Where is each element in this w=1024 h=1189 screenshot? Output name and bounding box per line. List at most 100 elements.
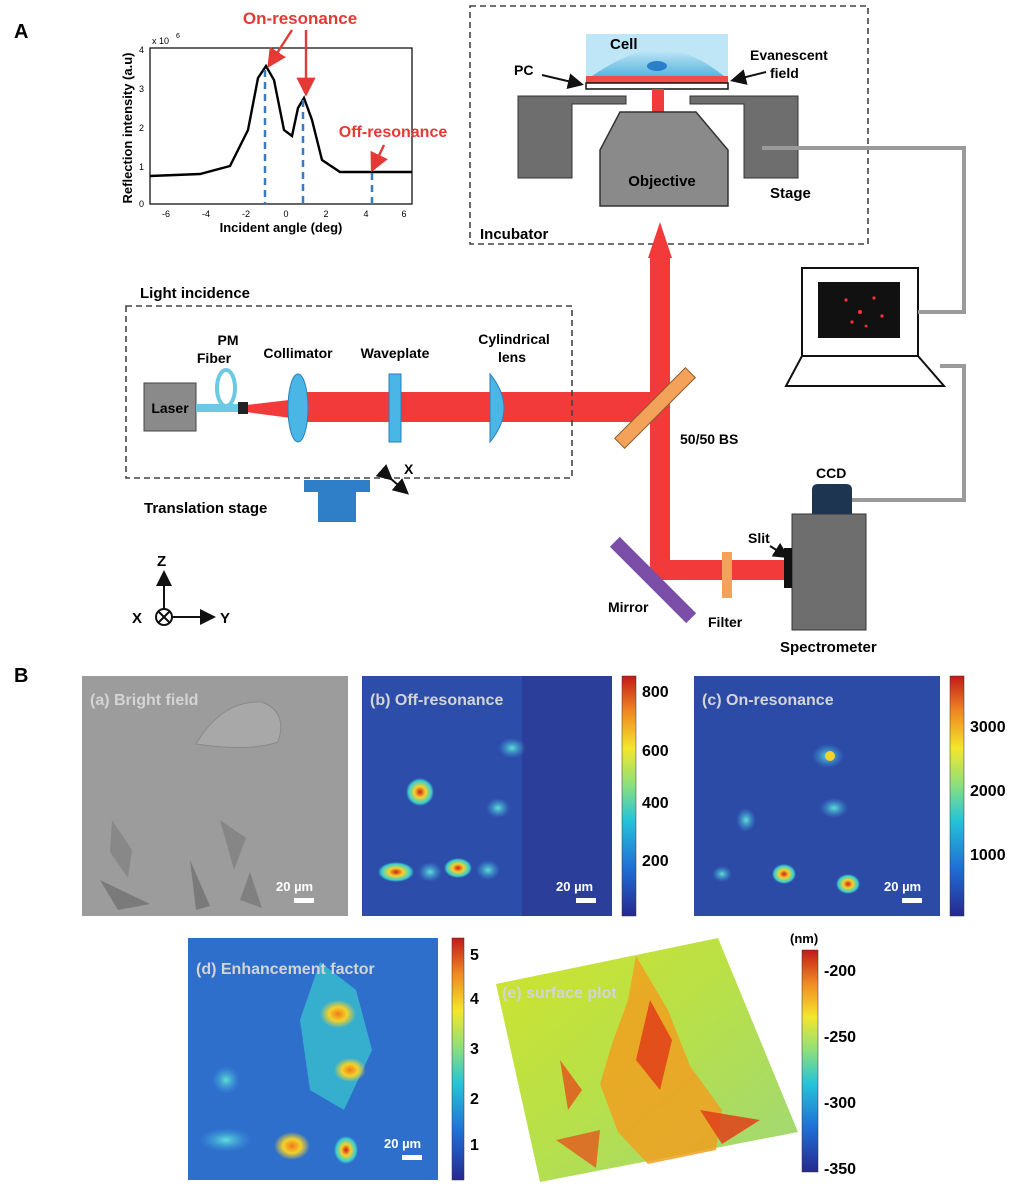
mirror-label: Mirror — [608, 599, 649, 615]
graph-ylabel: Reflection intensity (a.u) — [120, 53, 135, 204]
incubator-box — [469, 5, 869, 245]
beam-arrowhead — [648, 222, 672, 258]
x-tick: -4 — [202, 209, 210, 219]
graph-frame — [149, 47, 413, 205]
x-tick: -2 — [242, 209, 250, 219]
scale-bar-label: 20 µm — [884, 879, 921, 894]
resonance-graph: -6 -4 -2 0 2 4 6 0 1 2 3 4 x 10 6 Incide… — [120, 9, 447, 235]
cb-b-tick: 600 — [642, 743, 669, 760]
slit-arrow — [769, 542, 790, 559]
scale-bar-label: 20 µm — [556, 879, 593, 894]
x-tick: 2 — [323, 209, 328, 219]
cyl-label-1: Cylindrical — [478, 331, 550, 347]
enhancement-title: (d) Enhancement factor — [196, 961, 375, 978]
colorbar-d — [451, 937, 465, 1181]
incubator-label: Incubator — [480, 226, 548, 243]
evanescent-label-1: Evanescent — [750, 47, 828, 63]
cb-b-tick: 800 — [642, 684, 669, 701]
translation-stage-body — [318, 490, 356, 522]
pc-label: PC — [514, 62, 533, 78]
filter — [722, 552, 732, 598]
spectrometer — [791, 513, 867, 631]
fiber-loop — [215, 368, 237, 408]
cb-c-tick: 3000 — [970, 719, 1006, 736]
graph-xlabel: Incident angle (deg) — [220, 220, 343, 235]
on-resonance-image — [694, 676, 940, 916]
cyl-label-2: lens — [498, 349, 526, 365]
waveplate — [388, 373, 402, 443]
cable-stage — [762, 146, 966, 314]
ccd — [812, 484, 852, 514]
ccd-label: CCD — [816, 465, 846, 481]
cell-label: Cell — [610, 36, 638, 53]
cb-c-tick: 1000 — [970, 847, 1006, 864]
cb-d-tick: 1 — [470, 1137, 479, 1154]
image-on-resonance: (c) On-resonance 20 µm 3000 2000 1000 — [694, 675, 1006, 917]
colorbar-b — [621, 675, 637, 917]
cb-e-tick: -200 — [824, 963, 856, 980]
translation-stage-label: Translation stage — [144, 500, 267, 517]
on-resonance-label: On-resonance — [243, 9, 357, 28]
colorbar-c — [949, 675, 965, 917]
x-small-label: X — [404, 461, 414, 477]
y-tick: 3 — [139, 84, 144, 94]
cell-nucleus — [647, 61, 667, 71]
panel-b-label: B — [14, 665, 28, 687]
axis-glyph: Z X Y — [132, 553, 230, 627]
y-tick: 0 — [139, 199, 144, 209]
evanescent-arrow — [730, 69, 767, 85]
laser-label: Laser — [151, 400, 189, 416]
colorbar-e — [801, 949, 819, 1173]
stage-right — [689, 95, 799, 179]
light-incidence-label: Light incidence — [140, 285, 250, 302]
cable-ccd — [852, 364, 966, 502]
collimator-lens — [287, 373, 309, 443]
stage-label: Stage — [770, 185, 811, 202]
x-tick: 0 — [283, 209, 288, 219]
beam-to-sample — [652, 89, 664, 113]
beam-splitter — [613, 366, 697, 450]
scale-bar-label: 20 µm — [384, 1136, 421, 1151]
scale-bar — [902, 898, 922, 903]
evanescent-label-2: field — [770, 65, 799, 81]
cb-b-tick: 200 — [642, 853, 669, 870]
image-enhancement: (d) Enhancement factor 20 µm 5 4 3 2 1 — [188, 937, 479, 1181]
cb-d-tick: 4 — [470, 991, 479, 1008]
y-exponent: x 10 — [152, 36, 169, 46]
cb-e-tick: -350 — [824, 1161, 856, 1178]
incubator: Cell PC Evanescent field Objective Stage… — [469, 5, 869, 245]
axis-x: X — [132, 610, 142, 627]
image-bright-field: (a) Bright field 20 µm — [82, 676, 348, 916]
scale-bar — [576, 898, 596, 903]
x-tick: 6 — [401, 209, 406, 219]
cylindrical-lens — [489, 372, 505, 444]
y-tick: 1 — [139, 162, 144, 172]
off-resonance-title: (b) Off-resonance — [370, 692, 503, 709]
surface-title: (e) surface plot — [502, 985, 617, 1002]
on-res-arrow-1 — [267, 29, 294, 69]
cb-c-tick: 2000 — [970, 783, 1006, 800]
beam-horizontal — [300, 392, 660, 422]
collimator-label: Collimator — [263, 345, 333, 361]
bright-field-image — [82, 676, 348, 916]
off-res-arrow — [370, 144, 388, 173]
fiber — [196, 404, 242, 412]
x-tick: 4 — [363, 209, 368, 219]
slit-label: Slit — [748, 530, 770, 546]
off-resonance-label: Off-resonance — [339, 124, 448, 141]
evanescent-layer — [586, 76, 728, 83]
y-exponent-power: 6 — [176, 33, 180, 40]
scale-bar-label: 20 µm — [276, 879, 313, 894]
bright-field-title: (a) Bright field — [90, 692, 198, 709]
scale-bar — [294, 898, 314, 903]
reflection-curve — [149, 63, 412, 178]
beam-to-spectrometer — [650, 560, 784, 580]
image-off-resonance: (b) Off-resonance 20 µm 800 600 400 200 — [362, 675, 669, 917]
y-tick: 2 — [139, 123, 144, 133]
computer — [784, 267, 947, 387]
pm-label-2: Fiber — [197, 350, 232, 366]
light-incidence: Light incidence Laser PM Fiber Collimato… — [125, 285, 573, 479]
panel-a-label: A — [14, 21, 28, 43]
cb-e-tick: -300 — [824, 1095, 856, 1112]
pc-slide — [585, 82, 729, 90]
